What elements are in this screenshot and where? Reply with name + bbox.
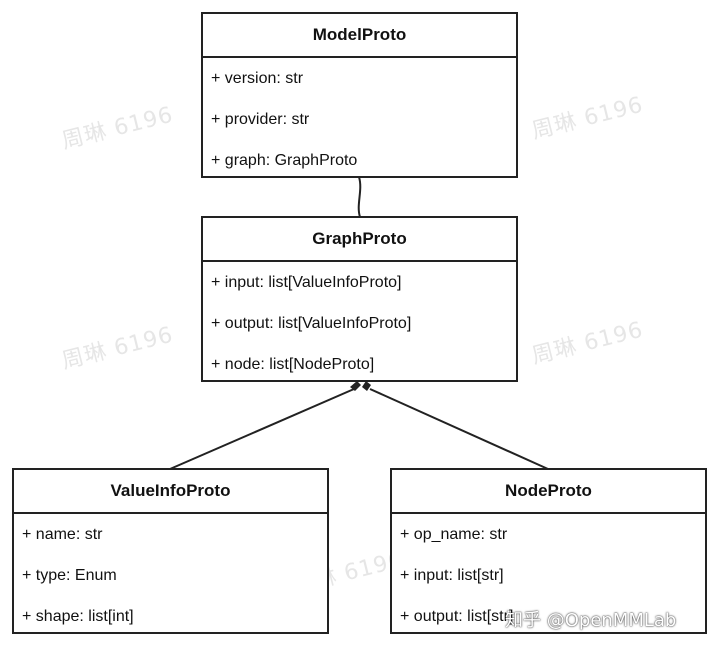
class-name: NodeProto xyxy=(392,470,705,514)
attribute-list: + input: list[ValueInfoProto] + output: … xyxy=(203,262,516,385)
attribute: + version: str xyxy=(211,70,304,87)
class-box-valueinfoproto: ValueInfoProto + name: str + type: Enum … xyxy=(12,468,329,634)
attribute: + graph: GraphProto xyxy=(211,152,358,169)
attribute: + provider: str xyxy=(211,111,310,128)
attribute: + input: list[str] xyxy=(400,567,504,584)
source-credit: 知乎 @OpenMMLab xyxy=(505,610,677,631)
edge-graph-valueinfo xyxy=(169,388,355,470)
attribute: + output: list[str] xyxy=(400,608,514,625)
composition-diamond-node xyxy=(362,381,371,391)
edge-graph-node xyxy=(369,388,549,470)
attribute: + shape: list[int] xyxy=(22,608,134,625)
edge-model-graph xyxy=(357,176,362,218)
class-name: ModelProto xyxy=(203,14,516,58)
attribute-list: + version: str + provider: str + graph: … xyxy=(203,58,516,181)
attribute: + name: str xyxy=(22,526,103,543)
class-name: ValueInfoProto xyxy=(14,470,327,514)
attribute: + type: Enum xyxy=(22,567,117,584)
class-name: GraphProto xyxy=(203,218,516,262)
attribute: + op_name: str xyxy=(400,526,508,543)
class-box-nodeproto: NodeProto + op_name: str + input: list[s… xyxy=(390,468,707,634)
attribute-list: + op_name: str + input: list[str] + outp… xyxy=(392,514,705,637)
attribute: + output: list[ValueInfoProto] xyxy=(211,315,412,332)
class-box-modelproto: ModelProto + version: str + provider: st… xyxy=(201,12,518,178)
attribute-list: + name: str + type: Enum + shape: list[i… xyxy=(14,514,327,637)
attribute: + input: list[ValueInfoProto] xyxy=(211,274,402,291)
composition-diamond-valueinfo xyxy=(350,381,361,391)
class-box-graphproto: GraphProto + input: list[ValueInfoProto]… xyxy=(201,216,518,382)
attribute: + node: list[NodeProto] xyxy=(211,356,375,373)
